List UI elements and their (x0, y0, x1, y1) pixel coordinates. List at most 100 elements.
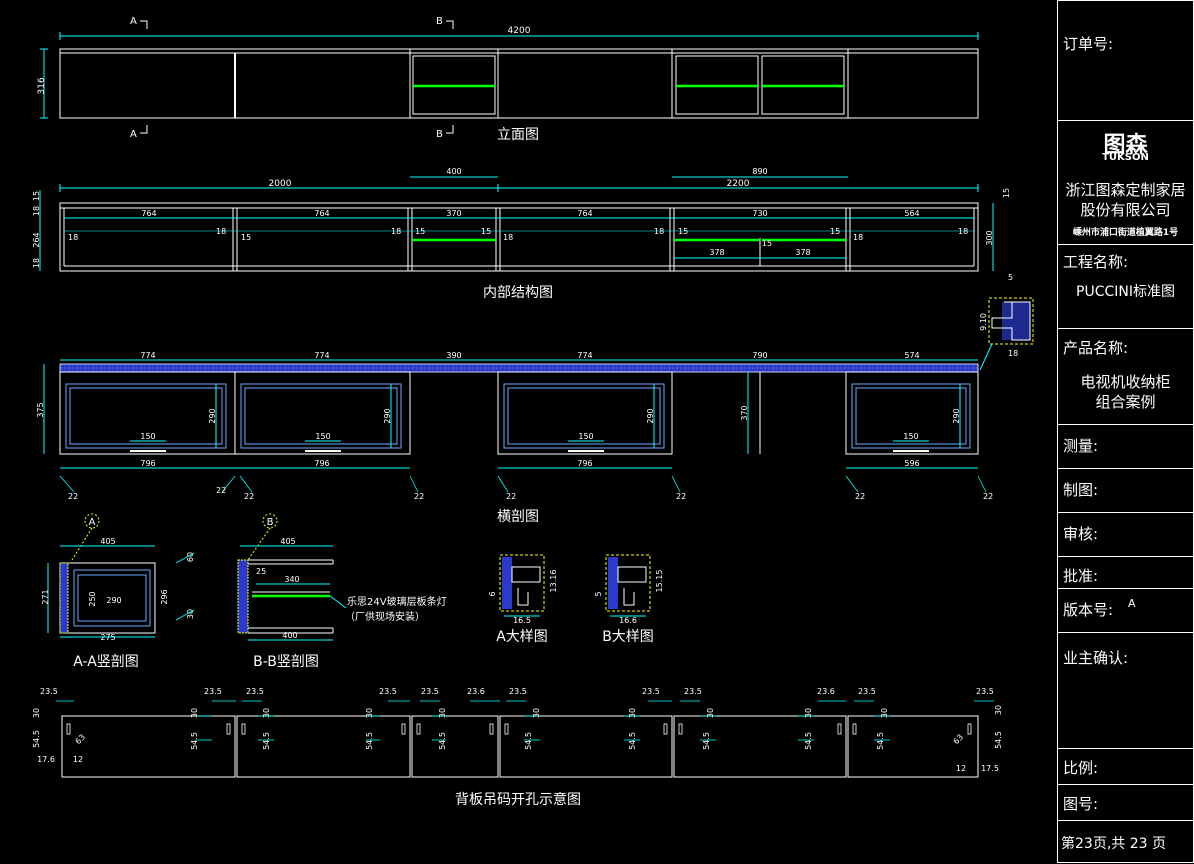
plan-bottom-width-3: 796 (577, 459, 592, 468)
plan-view: 774 774 390 774 790 574 1 (36, 273, 1034, 525)
section-mark-b-top: B (436, 16, 443, 27)
section-aa-view: A 405 271 250 290 296 275 60 30 A-A竖剖图 (41, 513, 195, 670)
page-row: 第23页,共 23 页 (1058, 821, 1193, 864)
hole-dim-top-12: 23.5 (976, 687, 994, 696)
product-value-2: 组合案例 (1095, 393, 1156, 411)
sub-width-2: 378 (795, 248, 810, 257)
approve-label: 批准: (1063, 567, 1099, 585)
detail-a-view: 16.5 13.16 6 A大样图 (488, 554, 558, 645)
company-row: 图森 TUKSON 浙江图森定制家居 股份有限公司 嵊州市浦口街道植翼路1号 (1058, 121, 1193, 245)
hole-dim-8: 54.5 (438, 732, 447, 750)
company-address: 嵊州市浦口街道植翼路1号 (1072, 228, 1179, 238)
bb-note-line2: （厂供现场安装） (345, 610, 425, 623)
inner-depth-2: 290 (383, 408, 392, 423)
hole-dim-1: 30 (190, 708, 199, 718)
version-row: 版本号: A (1058, 589, 1193, 633)
internal-view: 2000 2200 400 890 378 378 15 764 764 37 (32, 167, 1011, 301)
group-width-1: 2000 (269, 179, 292, 189)
hole-dim-15: 30 (804, 708, 813, 718)
thk-label-10: 15 (830, 227, 840, 236)
bubble-a: A (89, 517, 96, 528)
section-mark-a-bottom: A (130, 129, 137, 140)
detail-a-dim-left: 6 (488, 591, 497, 596)
hole-dim-7: 30 (438, 708, 447, 718)
review-row: 审核: (1058, 513, 1193, 557)
bay-width-2: 764 (314, 209, 329, 218)
aa-title: A-A竖剖图 (73, 654, 139, 670)
hole-dim-top-8: 23.5 (642, 687, 660, 696)
thk-label-4: 18 (391, 227, 401, 236)
internal-top-thk: 15 (1002, 188, 1011, 198)
plan-top-width-3: 390 (446, 351, 461, 360)
hole-dim-top-11: 23.5 (858, 687, 876, 696)
bay-width-3: 370 (446, 209, 461, 218)
plan-top-width-6: 574 (904, 351, 919, 360)
setback-8: 22 (983, 492, 993, 501)
section-mark-b-bottom: B (436, 129, 443, 140)
back-panel-title: 背板吊码开孔示意图 (455, 791, 581, 808)
elev-overall-width: 4200 (508, 26, 531, 36)
handle-width-2: 150 (315, 432, 330, 441)
aa-dim-bottom-side: 30 (186, 609, 195, 619)
inner-depth-3: 290 (646, 408, 655, 423)
setback-7: 22 (855, 492, 865, 501)
sub-width-1: 378 (709, 248, 724, 257)
thk-label-12: 18 (958, 227, 968, 236)
detail-b-dim-width: 16.6 (619, 616, 637, 625)
hole-dim-top-5: 23.5 (421, 687, 439, 696)
company-logo: 图森 (1103, 133, 1148, 158)
cad-drawing: 4200 316 A B A B 立面图 2000 2200 400 (32, 16, 1034, 808)
hole-dim-top-9: 23.5 (684, 687, 702, 696)
drawn-label: 制图: (1063, 481, 1099, 499)
hole-dim-right-4: 12 (956, 764, 966, 773)
bb-dim-width: 405 (280, 537, 295, 546)
inner-depth-4: 290 (952, 408, 961, 423)
hole-dim-top-4: 23.5 (379, 687, 397, 696)
survey-row: 测量: (1058, 425, 1193, 469)
hole-dim-11: 30 (628, 708, 637, 718)
hole-dim-6: 54.5 (365, 732, 374, 750)
hole-dim-13: 30 (706, 708, 715, 718)
detail-b-dim-right: 15.15 (655, 570, 664, 593)
plan-top-width-1: 774 (140, 351, 155, 360)
thk-label-11: 18 (853, 233, 863, 242)
hole-dim-16: 54.5 (804, 732, 813, 750)
setback-5: 22 (506, 492, 516, 501)
detail-a-dim-width: 16.5 (513, 616, 531, 625)
aa-dim-bottom: 275 (100, 633, 115, 642)
setback-4: 22 (414, 492, 424, 501)
elev-height: 316 (37, 77, 47, 94)
bay-width-4: 764 (577, 209, 592, 218)
company-name-2: 股份有限公司 (1080, 201, 1171, 219)
plan-depth: 375 (36, 402, 45, 417)
aa-dim-width: 405 (100, 537, 115, 546)
project-label: 工程名称: (1063, 253, 1129, 271)
hole-dim-14: 54.5 (702, 732, 711, 750)
internal-height: 300 (985, 230, 994, 245)
title-block: 订单号: 图森 TUKSON 浙江图森定制家居 股份有限公司 嵊州市浦口街道植翼… (1057, 0, 1194, 863)
aa-dim-top-side: 60 (186, 552, 195, 562)
hole-dim-2: 54.5 (190, 732, 199, 750)
thk-label-5: 15 (415, 227, 425, 236)
version-value: A (1128, 597, 1136, 610)
hole-dim-left-3: 17.6 (37, 755, 55, 764)
plan-top-width-4: 774 (577, 351, 592, 360)
hole-dim-left-1: 30 (32, 708, 41, 718)
plan-top-width-2: 774 (314, 351, 329, 360)
section-mark-a-top: A (130, 16, 137, 27)
hole-dim-18: 54.5 (876, 732, 885, 750)
page-indicator: 第23页,共 23 页 (1061, 836, 1166, 852)
setback-6: 22 (676, 492, 686, 501)
open-depth: 370 (740, 405, 749, 420)
thk-label-3: 15 (241, 233, 251, 242)
left-stack-2: 18 (32, 206, 41, 216)
elevation-title: 立面图 (497, 127, 539, 143)
hole-dim-3: 30 (262, 708, 271, 718)
detail-b-dim-left: 5 (594, 591, 603, 596)
left-stack-1: 15 (32, 191, 41, 201)
plan-detail-b: 18 (1008, 349, 1018, 358)
drawing-no-label: 图号: (1063, 795, 1099, 813)
bay-width-1: 764 (141, 209, 156, 218)
thk-label-2: 18 (216, 227, 226, 236)
hole-dim-top-7: 23.5 (509, 687, 527, 696)
